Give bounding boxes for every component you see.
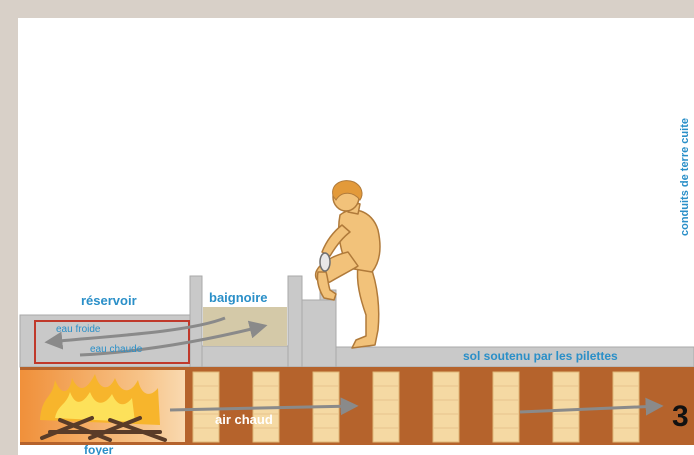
hot-air-label: air chaud: [215, 412, 273, 427]
pilette: [552, 371, 580, 443]
furnace-label: foyer: [84, 443, 114, 455]
pilette: [432, 371, 460, 443]
pilette: [372, 371, 400, 443]
floor-label: sol soutenu par les pilettes: [463, 349, 618, 363]
cold-water-arrow: [44, 316, 226, 350]
strigil-icon: [319, 252, 331, 272]
bath-water: [203, 307, 287, 346]
reservoir-label: réservoir: [81, 293, 137, 308]
cold-water-label: eau froide: [56, 324, 101, 335]
pilette: [492, 371, 520, 443]
step-number: 3: [672, 400, 689, 433]
bather-hair: [332, 180, 363, 201]
bathtub-label: baignoire: [209, 290, 268, 305]
hot-water-arrow: [79, 320, 268, 357]
hot-water-label: eau chaude: [90, 344, 143, 355]
fire: [40, 374, 167, 442]
conduits-label: conduits de terre cuite: [679, 118, 691, 236]
pilette: [192, 371, 220, 443]
hot-air-arrow-2: [519, 397, 664, 416]
stone-structure: [19, 275, 694, 368]
hot-air-arrow: [169, 397, 359, 416]
